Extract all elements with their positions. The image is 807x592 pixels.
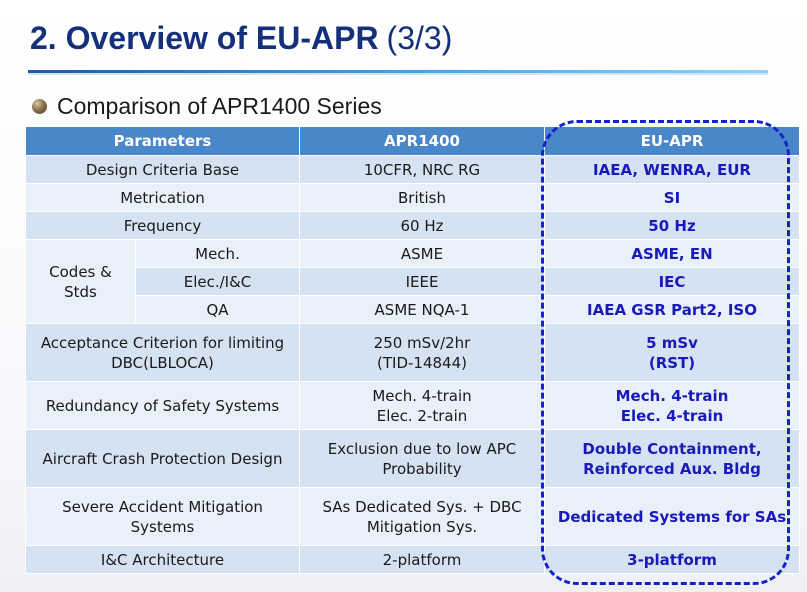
eu-line-1: Mech. 4-train [615,386,729,405]
group-cell-codes-stds: Codes & Stds [25,239,136,324]
eu-cell: Dedicated Systems for SAs [544,487,800,546]
apr-line-2: (TID-14844) [377,353,467,372]
apr-cell: 2-platform [299,545,545,574]
apr-line-1: SAs Dedicated Sys. + DBC [322,497,522,516]
param-line-1: Severe Accident Mitigation [62,497,263,516]
title-underline [28,70,768,73]
eu-line-1: Double Containment, [582,439,762,458]
param-line-2: DBC(LBLOCA) [111,353,214,372]
apr-line-2: Elec. 2-train [376,406,468,425]
param-cell: Redundancy of Safety Systems [25,381,300,430]
apr-cell: British [299,183,545,212]
eu-cell: 3-platform [544,545,800,574]
table-row: Frequency 60 Hz 50 Hz [25,211,800,240]
apr-line-2: Mitigation Sys. [366,517,478,536]
table-header-row: Parameters APR1400 EU-APR [25,126,800,156]
table-row: I&C Architecture 2-platform 3-platform [25,545,800,574]
subtitle-row: Comparison of APR1400 Series [32,92,382,120]
apr-cell: 60 Hz [299,211,545,240]
table-row: Metrication British SI [25,183,800,212]
param-cell: Mech. [135,239,300,268]
slide-title: 2. Overview of EU-APR(3/3) [30,16,452,60]
eu-cell: IAEA, WENRA, EUR [544,155,800,184]
table-row: Aircraft Crash Protection Design Exclusi… [25,429,800,488]
apr-line-1: Mech. 4-train [372,386,472,405]
slide-title-main: 2. Overview of EU-APR [30,20,379,56]
bullet-icon [32,98,47,114]
eu-cell: ASME, EN [544,239,800,268]
param-cell: QA [135,295,300,324]
param-cell: I&C Architecture [25,545,300,574]
param-cell: Elec./I&C [135,267,300,296]
apr-line-1: Exclusion due to low APC [327,439,517,458]
eu-cell: IAEA GSR Part2, ISO [544,295,800,324]
slide-subtitle: Comparison of APR1400 Series [57,92,382,119]
header-apr1400: APR1400 [299,126,545,156]
comparison-table: Parameters APR1400 EU-APR Design Criteri… [25,126,800,574]
slide-title-suffix: (3/3) [386,20,453,56]
apr-cell: 10CFR, NRC RG [299,155,545,184]
header-eu-apr: EU-APR [544,126,800,156]
eu-line-2: Elec. 4-train [620,406,724,425]
apr-cell: 250 mSv/2hr(TID-14844) [299,323,545,382]
apr-cell: IEEE [299,267,545,296]
apr-cell: ASME [299,239,545,268]
eu-cell: Double Containment,Reinforced Aux. Bldg [544,429,800,488]
param-cell: Design Criteria Base [25,155,300,184]
eu-cell: SI [544,183,800,212]
eu-cell: 50 Hz [544,211,800,240]
param-cell: Frequency [25,211,300,240]
param-cell: Metrication [25,183,300,212]
group-label: Codes & Stds [49,262,112,301]
param-line-1: Acceptance Criterion for limiting [40,333,285,352]
apr-cell: ASME NQA-1 [299,295,545,324]
param-line-2: Systems [130,517,195,536]
header-parameters: Parameters [25,126,300,156]
table-row: Design Criteria Base 10CFR, NRC RG IAEA,… [25,155,800,184]
table-row: QA ASME NQA-1 IAEA GSR Part2, ISO [26,295,800,324]
param-cell: Aircraft Crash Protection Design [25,429,300,488]
apr-line-2: Probability [382,459,462,478]
title-underline-shadow [28,73,768,75]
eu-cell: IEC [544,267,800,296]
table-row: Redundancy of Safety Systems Mech. 4-tra… [25,381,800,430]
eu-line-2: (RST) [648,353,696,372]
eu-line-1: 5 mSv [646,333,698,352]
apr-line-1: 250 mSv/2hr [373,333,471,352]
table-row: Elec./I&C IEEE IEC [26,267,800,296]
eu-cell: 5 mSv(RST) [544,323,800,382]
table-row: Codes & Stds Mech. ASME ASME, EN [25,239,800,324]
eu-line-2: Reinforced Aux. Bldg [583,459,761,478]
